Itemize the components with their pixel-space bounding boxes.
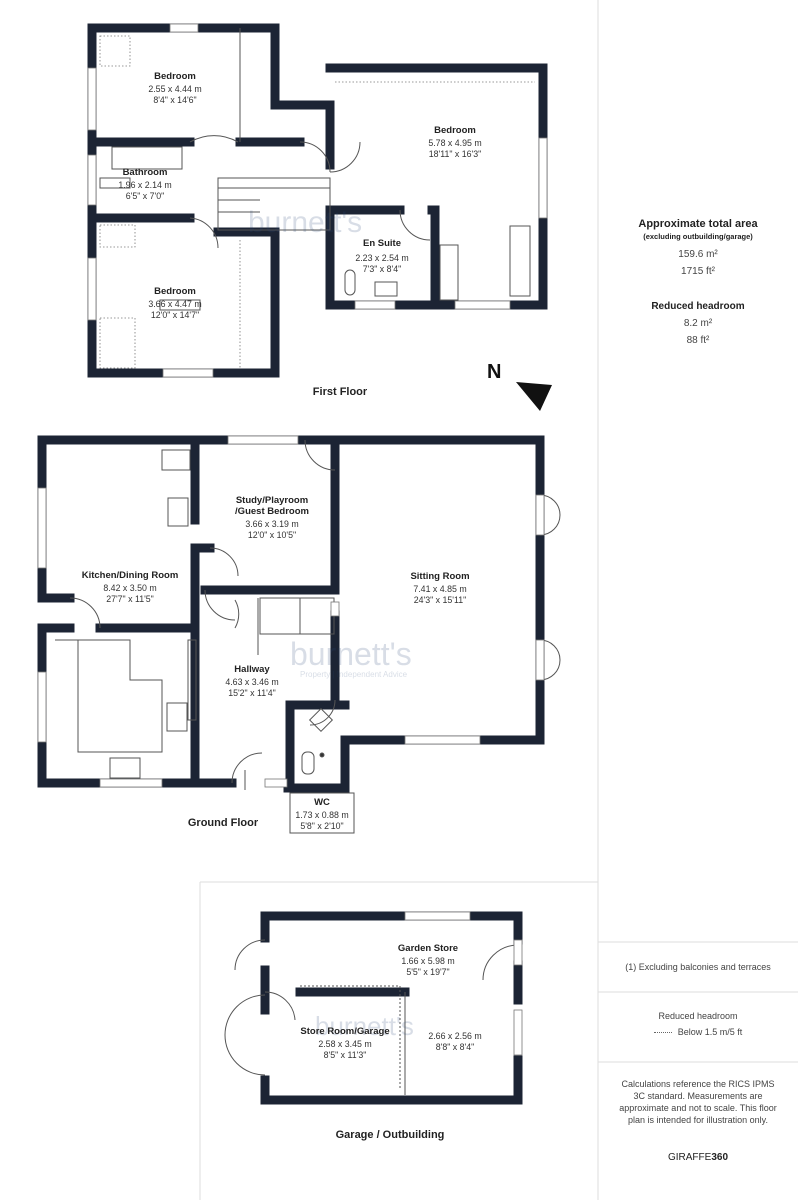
compass: N: [487, 361, 552, 411]
ground-floor-labels: Kitchen/Dining Room 8.42 x 3.50 m 27'7" …: [82, 495, 470, 831]
room-wc-name: WC: [314, 797, 330, 808]
legend-reduced-key-text: Below 1.5 m/5 ft: [677, 1027, 743, 1037]
room-bedroom-1-imperial: 8'4" x 14'6": [153, 95, 196, 105]
garage-floor-label: Garage / Outbuilding: [336, 1129, 445, 1141]
room-en-suite-name: En Suite: [363, 238, 401, 249]
ground-floor-label: Ground Floor: [188, 817, 259, 829]
wc-label-box: [289, 792, 355, 834]
ground-floor-details: [55, 439, 561, 790]
area-summary: Approximate total area (excluding outbui…: [598, 218, 798, 346]
reduced-headroom-legend: Reduced headroom Below 1.5 m/5 ft: [598, 1010, 798, 1038]
room-study-name-line2: /Guest Bedroom: [235, 506, 309, 517]
room-store-garage-metric: 2.58 x 3.45 m: [318, 1039, 371, 1049]
summary-reduced-m2: 8.2 m²: [683, 318, 713, 329]
garage-labels: Garden Store 1.66 x 5.98 m 5'5" x 19'7" …: [300, 943, 481, 1141]
room-hallway-imperial: 15'2" x 11'4": [228, 688, 276, 698]
ground-floor-plan: [37, 435, 561, 834]
garage-details: [224, 939, 519, 1095]
room-bedroom-2-imperial: 12'0" x 14'7": [151, 310, 199, 320]
first-floor-windows: [87, 23, 548, 378]
room-bedroom-3-imperial: 18'11" x 16'3": [429, 149, 482, 159]
room-study-metric: 3.66 x 3.19 m: [245, 519, 298, 529]
room-garden-store-imperial: 5'5" x 19'7": [406, 967, 449, 977]
room-sitting-imperial: 24'3" x 15'11": [414, 595, 467, 605]
room-sitting-metric: 7.41 x 4.85 m: [413, 584, 466, 594]
room-bedroom-1-name: Bedroom: [154, 71, 196, 82]
room-garage-2-imperial: 8'8" x 8'4": [436, 1042, 474, 1052]
room-store-garage-name: Store Room/Garage: [300, 1026, 389, 1037]
garage-plan: [224, 911, 523, 1105]
watermarks: burnett's burnett's Property | Independe…: [248, 206, 414, 1041]
watermark-ground-tag: Property | Independent Advice: [300, 670, 408, 679]
room-bathroom-metric: 1.96 x 2.14 m: [118, 180, 171, 190]
first-floor-details: [99, 28, 531, 311]
panel-dividers: [199, 0, 798, 1200]
watermark-first: burnett's: [248, 206, 362, 239]
garage-windows: [404, 911, 523, 1056]
room-bathroom-imperial: 6'5" x 7'0": [126, 191, 164, 201]
brand-giraffe: GIRAFFE: [667, 1152, 712, 1163]
legend-reduced-label: Reduced headroom: [658, 1011, 738, 1021]
legend-reduced-key: Below 1.5 m/5 ft: [598, 1026, 798, 1038]
room-garage-2-metric: 2.66 x 2.56 m: [428, 1031, 481, 1041]
room-en-suite-imperial: 7'3" x 8'4": [363, 264, 401, 274]
first-floor-reduced-headroom: [99, 35, 535, 369]
room-garden-store-metric: 1.66 x 5.98 m: [401, 956, 454, 966]
summary-reduced-ft2: 88 ft²: [686, 335, 710, 346]
room-sitting-name: Sitting Room: [410, 571, 469, 582]
summary-area-m2: 159.6 m²: [678, 249, 718, 260]
room-bedroom-2-name: Bedroom: [154, 286, 196, 297]
room-bedroom-1-metric: 2.55 x 4.44 m: [148, 84, 201, 94]
summary-area-ft2: 1715 ft²: [681, 266, 715, 277]
room-store-garage-imperial: 8'5" x 11'3": [324, 1050, 367, 1060]
compass-letter: N: [487, 361, 501, 383]
room-bedroom-3-metric: 5.78 x 4.95 m: [428, 138, 481, 148]
room-wc-imperial: 5'8" x 2'10": [300, 821, 343, 831]
brand-logo: GIRAFFE360: [598, 1152, 798, 1163]
room-kitchen-name: Kitchen/Dining Room: [82, 570, 179, 581]
first-floor-label: First Floor: [313, 386, 368, 398]
room-kitchen-imperial: 27'7" x 11'5": [106, 594, 154, 604]
summary-subtitle: (excluding outbuilding/garage): [643, 232, 753, 241]
dotted-line-icon: [653, 1032, 672, 1034]
first-floor-labels: Bedroom 2.55 x 4.44 m 8'4" x 14'6" Bathr…: [118, 71, 481, 398]
watermark-ground: burnett's: [290, 636, 412, 672]
ground-floor-windows: [37, 435, 545, 788]
room-hallway-name: Hallway: [234, 664, 270, 675]
room-bedroom-3-name: Bedroom: [434, 125, 476, 136]
summary-reduced-title: Reduced headroom: [651, 301, 745, 312]
room-en-suite-metric: 2.23 x 2.54 m: [355, 253, 408, 263]
room-study-name: Study/Playroom: [236, 495, 308, 506]
disclaimer: Calculations reference the RICS IPMS 3C …: [619, 1079, 777, 1125]
summary-title: Approximate total area: [638, 218, 758, 230]
room-study-imperial: 12'0" x 10'5": [248, 530, 296, 540]
garage-walls: [260, 911, 523, 1105]
room-bedroom-2-metric: 3.66 x 4.47 m: [148, 299, 201, 309]
watermark-garage: burnett's: [315, 1011, 414, 1041]
compass-arrow-icon: [516, 382, 552, 411]
room-wc-metric: 1.73 x 0.88 m: [295, 810, 348, 820]
brand-360: 360: [711, 1152, 729, 1163]
room-garden-store-name: Garden Store: [398, 943, 458, 954]
excluding-note: (1) Excluding balconies and terraces: [625, 962, 771, 972]
room-hallway-metric: 4.63 x 3.46 m: [225, 677, 278, 687]
first-floor-plan: [87, 23, 548, 378]
room-kitchen-metric: 8.42 x 3.50 m: [103, 583, 156, 593]
room-bathroom-name: Bathroom: [123, 167, 168, 178]
